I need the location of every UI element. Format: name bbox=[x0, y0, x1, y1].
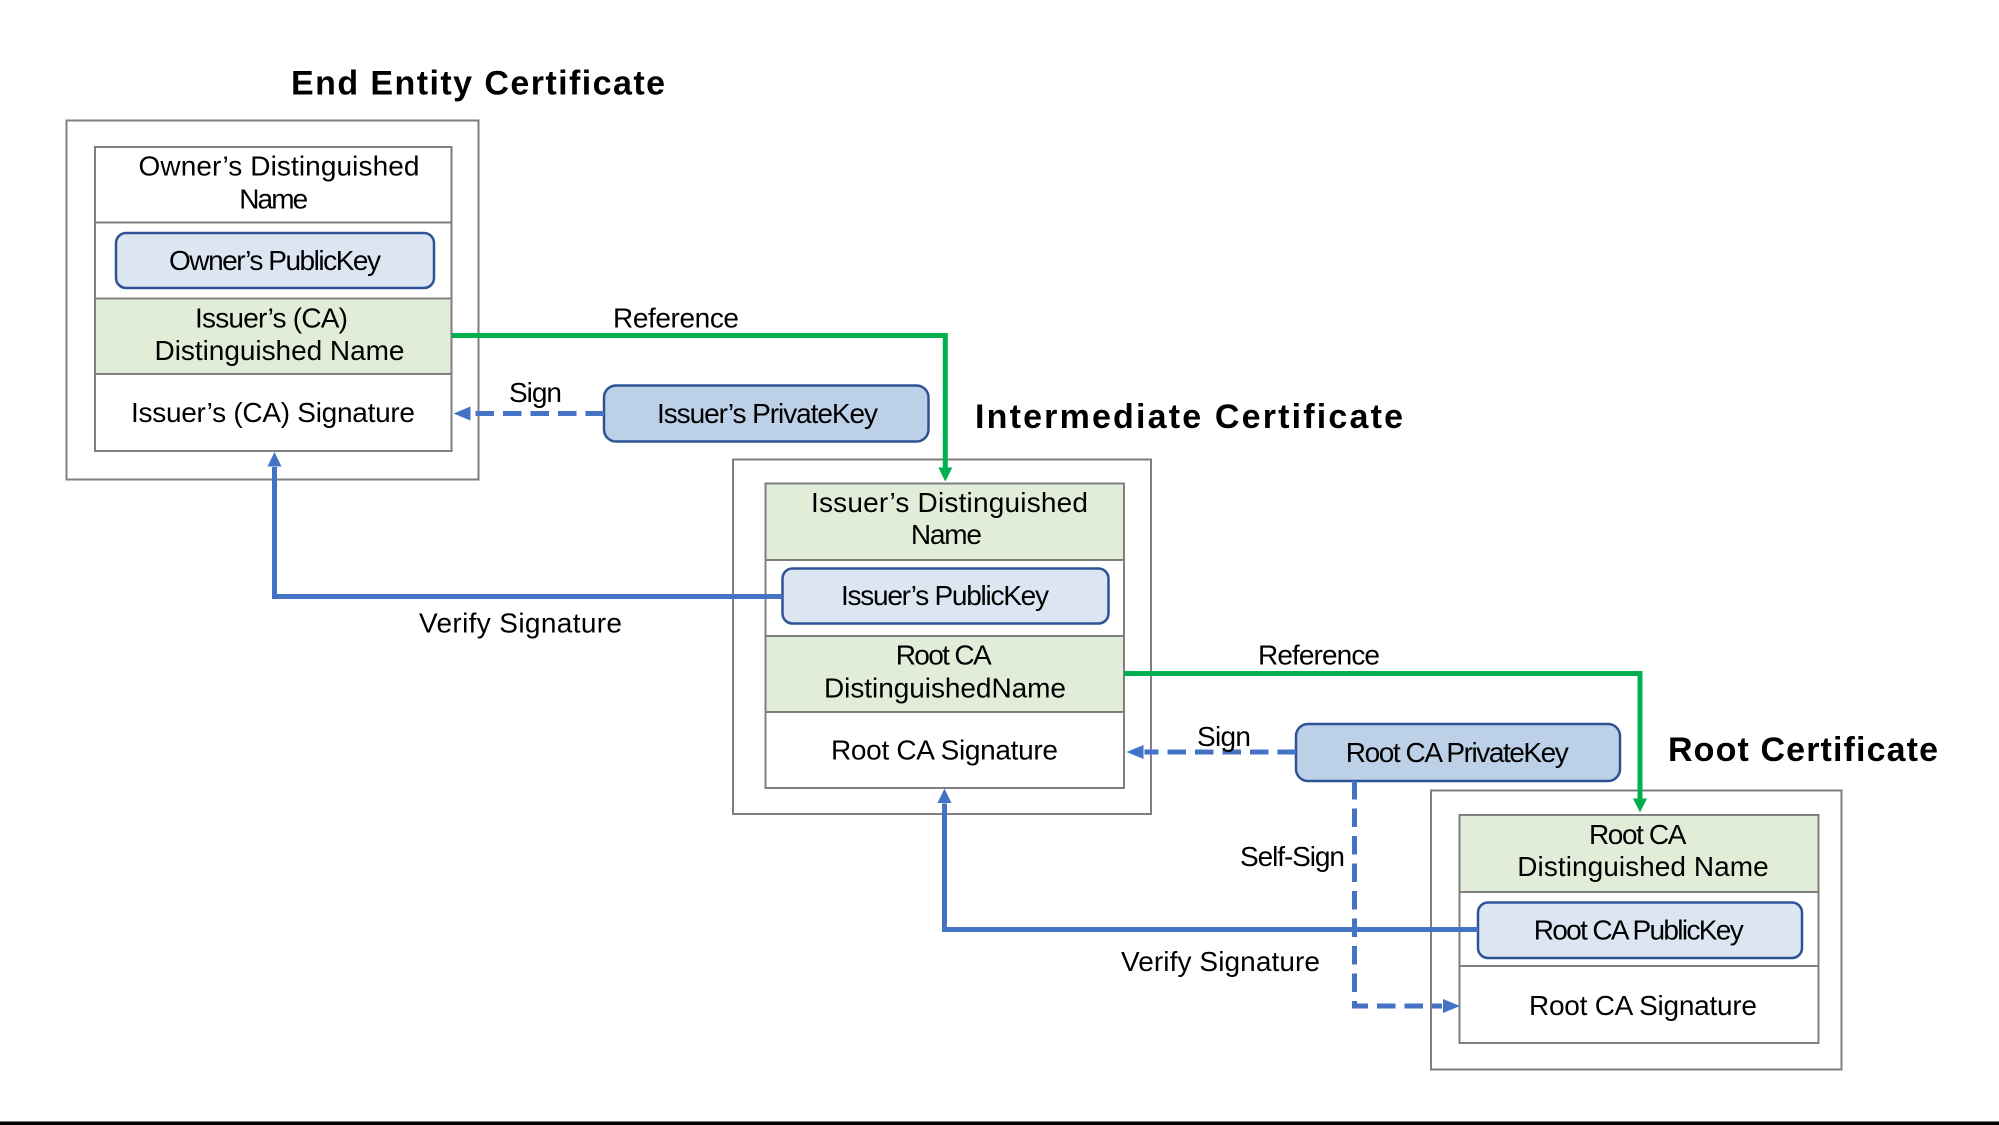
svg-text:Distinguished Name: Distinguished Name bbox=[155, 335, 405, 366]
svg-text:Root CA PrivateKey: Root CA PrivateKey bbox=[1346, 737, 1569, 768]
svg-text:Self-Sign: Self-Sign bbox=[1240, 841, 1345, 872]
svg-text:Root CA Signature: Root CA Signature bbox=[1529, 990, 1757, 1021]
svg-text:Root CA: Root CA bbox=[1589, 819, 1687, 850]
svg-text:Issuer’s Distinguished: Issuer’s Distinguished bbox=[811, 487, 1088, 518]
svg-text:Name: Name bbox=[911, 519, 982, 550]
svg-text:DistinguishedName: DistinguishedName bbox=[824, 673, 1066, 704]
svg-text:Verify Signature: Verify Signature bbox=[1121, 946, 1320, 977]
svg-text:Issuer’s (CA): Issuer’s (CA) bbox=[195, 303, 348, 334]
svg-text:Owner’s PublicKey: Owner’s PublicKey bbox=[169, 245, 381, 276]
svg-text:Reference: Reference bbox=[613, 303, 739, 334]
svg-text:Root Certificate: Root Certificate bbox=[1668, 731, 1938, 769]
svg-text:Root CA Signature: Root CA Signature bbox=[831, 735, 1058, 766]
svg-text:Issuer’s PrivateKey: Issuer’s PrivateKey bbox=[657, 398, 878, 429]
svg-text:Sign: Sign bbox=[509, 377, 562, 408]
svg-text:Issuer’s (CA) Signature: Issuer’s (CA) Signature bbox=[131, 397, 415, 428]
svg-text:Root CA PublicKey: Root CA PublicKey bbox=[1534, 915, 1744, 946]
svg-text:Verify Signature: Verify Signature bbox=[419, 608, 622, 639]
svg-text:Intermediate Certificate: Intermediate Certificate bbox=[975, 398, 1403, 436]
svg-text:Root CA: Root CA bbox=[896, 640, 992, 671]
svg-text:Issuer’s PublicKey: Issuer’s PublicKey bbox=[841, 580, 1049, 611]
svg-text:Distinguished Name: Distinguished Name bbox=[1517, 851, 1769, 882]
svg-text:End Entity Certificate: End Entity Certificate bbox=[291, 65, 665, 103]
svg-text:Sign: Sign bbox=[1197, 721, 1251, 752]
svg-text:Owner’s Distinguished: Owner’s Distinguished bbox=[139, 151, 420, 182]
svg-text:Reference: Reference bbox=[1258, 640, 1380, 671]
svg-text:Name: Name bbox=[239, 184, 308, 215]
